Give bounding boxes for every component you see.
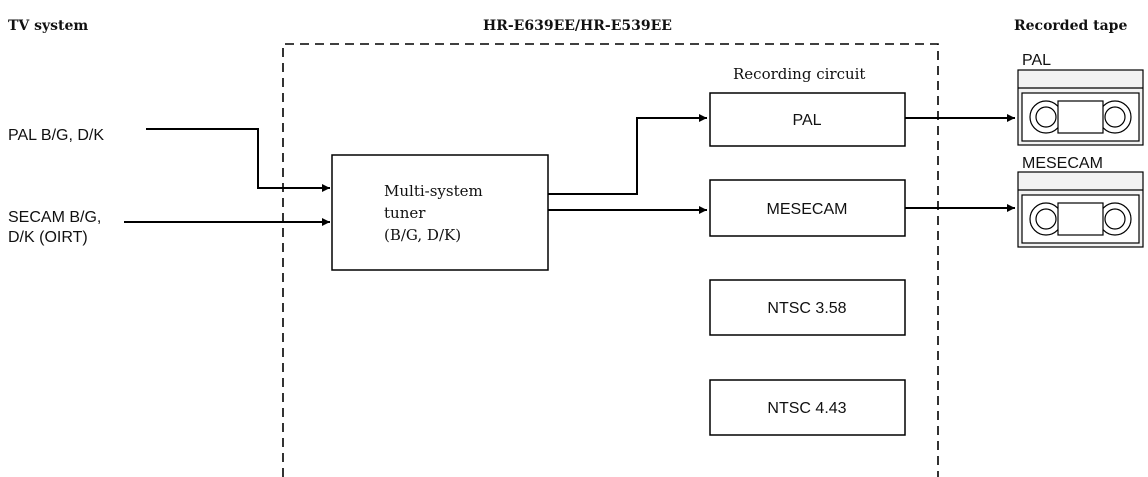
multi-system-tuner-box xyxy=(331,154,549,271)
cassette-mesecam-icon xyxy=(1017,171,1144,248)
tuner-label-2: tuner xyxy=(384,204,426,222)
rec-box-ntsc-358-label: NTSC 3.58 xyxy=(767,300,846,317)
rec-box-ntsc-443-label: NTSC 4.43 xyxy=(767,400,846,417)
cassette-pal-icon xyxy=(1017,69,1144,146)
rec-box-ntsc-358 xyxy=(709,279,906,336)
rec-box-pal-label: PAL xyxy=(792,112,821,129)
rec-box-mesecam-label: MESECAM xyxy=(767,201,848,218)
recording-circuit-label: Recording circuit xyxy=(733,65,865,83)
rec-box-pal xyxy=(709,92,906,147)
rec-box-ntsc-443 xyxy=(709,379,906,436)
recorded-tape-header: Recorded tape xyxy=(1014,18,1127,34)
device-boundary xyxy=(282,43,939,477)
tv-system-header: TV system xyxy=(8,18,88,34)
model-header: HR-E639EE/HR-E539EE xyxy=(483,18,672,34)
input-secam-label-2: D/K (OIRT) xyxy=(8,229,88,246)
arrow-pal-to-tuner xyxy=(146,128,330,192)
arrow-tuner-to-pal xyxy=(548,114,707,195)
input-secam-label-1: SECAM B/G, xyxy=(8,209,101,226)
tape-pal-label: PAL xyxy=(1022,52,1051,69)
tuner-label-3: (B/G, D/K) xyxy=(384,226,461,244)
input-pal-label: PAL B/G, D/K xyxy=(8,127,104,144)
tuner-label-1: Multi-system xyxy=(384,182,483,200)
tape-mesecam-label: MESECAM xyxy=(1022,155,1103,172)
